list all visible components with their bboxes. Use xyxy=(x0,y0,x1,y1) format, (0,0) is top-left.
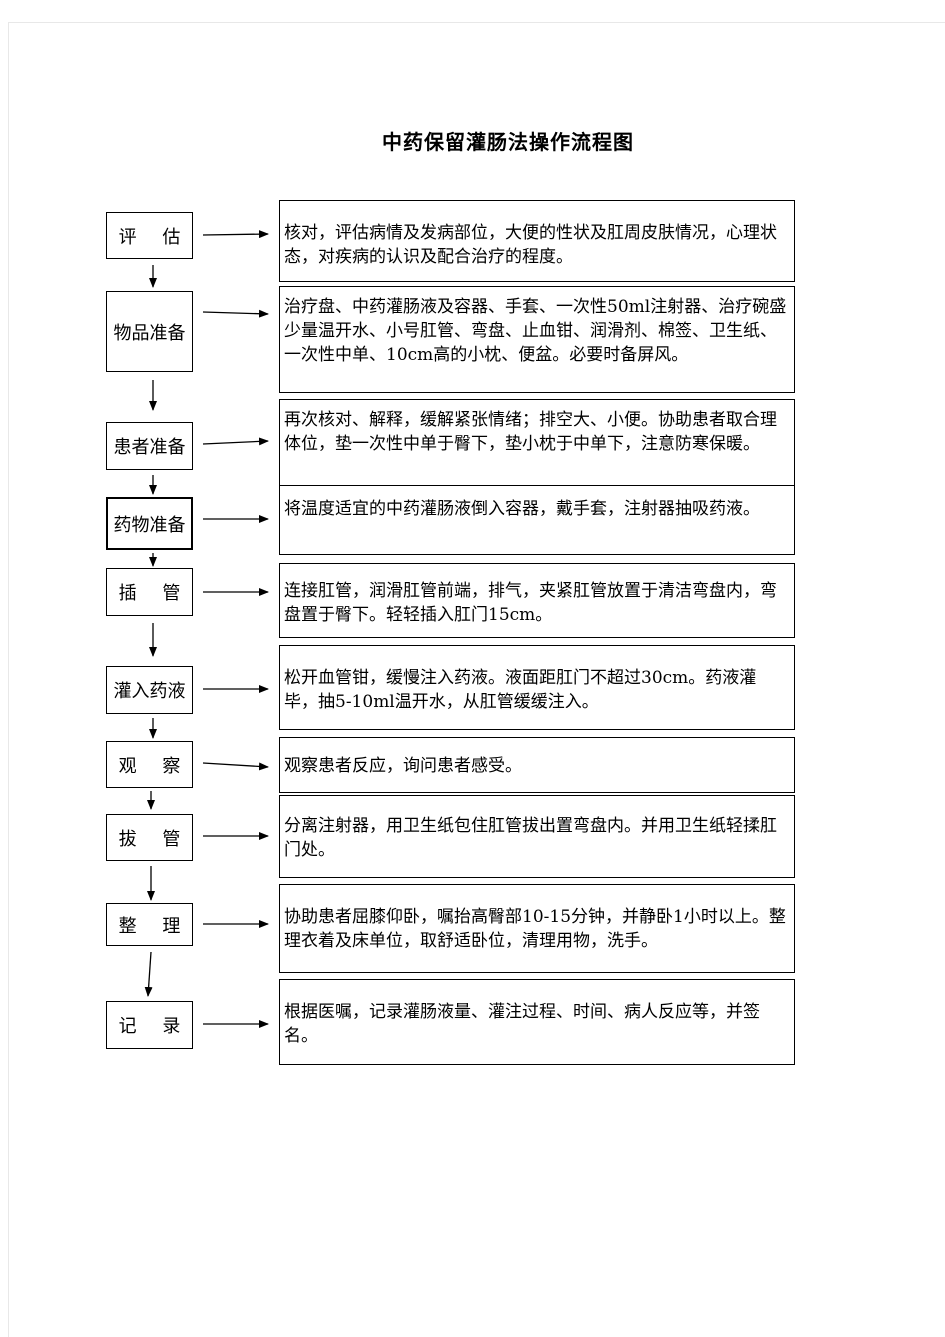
step-prepare-patient: 患者准备 xyxy=(106,422,193,470)
arrow-right-2 xyxy=(202,309,269,318)
desc-remove-tube: 分离注射器，用卫生纸包住肛管拔出置弯盘内。并用卫生纸轻揉肛门处。 xyxy=(279,795,795,878)
step-insert-tube: 插 管 xyxy=(106,568,193,616)
desc-prepare-items: 治疗盘、中药灌肠液及容器、手套、一次性50ml注射器、治疗碗盛少量温开水、小号肛… xyxy=(279,286,795,393)
arrow-down-9 xyxy=(144,951,153,997)
step-observe: 观 察 xyxy=(106,741,193,788)
step-prepare-medicine: 药物准备 xyxy=(106,497,193,550)
page-title: 中药保留灌肠法操作流程图 xyxy=(382,130,634,154)
desc-insert-tube: 连接肛管，润滑肛管前端，排气，夹紧肛管放置于清洁弯盘内，弯盘置于臀下。轻轻插入肛… xyxy=(279,563,795,638)
desc-infuse-medicine: 松开血管钳，缓慢注入药液。液面距肛门不超过30cm。药液灌毕，抽5-10ml温开… xyxy=(279,645,795,730)
desc-prepare-medicine: 将温度适宜的中药灌肠液倒入容器，戴手套，注射器抽吸药液。 xyxy=(279,485,795,555)
arrow-right-1 xyxy=(202,230,269,239)
desc-assess: 核对，评估病情及发病部位，大便的性状及肛周皮肤情况，心理状态，对疾病的认识及配合… xyxy=(279,200,795,282)
step-assess: 评 估 xyxy=(106,212,193,259)
page-border xyxy=(8,22,945,1337)
arrow-right-7 xyxy=(202,762,269,771)
desc-observe: 观察患者反应，询问患者感受。 xyxy=(279,737,795,793)
step-remove-tube: 拔 管 xyxy=(106,814,193,861)
desc-prepare-patient: 再次核对、解释，缓解紧张情绪；排空大、小便。协助患者取合理体位，垫一次性中单于臀… xyxy=(279,399,795,486)
arrow-right-3 xyxy=(202,437,269,446)
step-tidy-up: 整 理 xyxy=(106,903,193,946)
step-record: 记 录 xyxy=(106,1001,193,1049)
step-infuse-medicine: 灌入药液 xyxy=(106,666,193,714)
step-prepare-items: 物品准备 xyxy=(106,291,193,372)
desc-tidy-up: 协助患者屈膝仰卧，嘱抬高臀部10-15分钟，并静卧1小时以上。整理衣着及床单位，… xyxy=(279,884,795,973)
desc-record: 根据医嘱，记录灌肠液量、灌注过程、时间、病人反应等，并签名。 xyxy=(279,979,795,1065)
